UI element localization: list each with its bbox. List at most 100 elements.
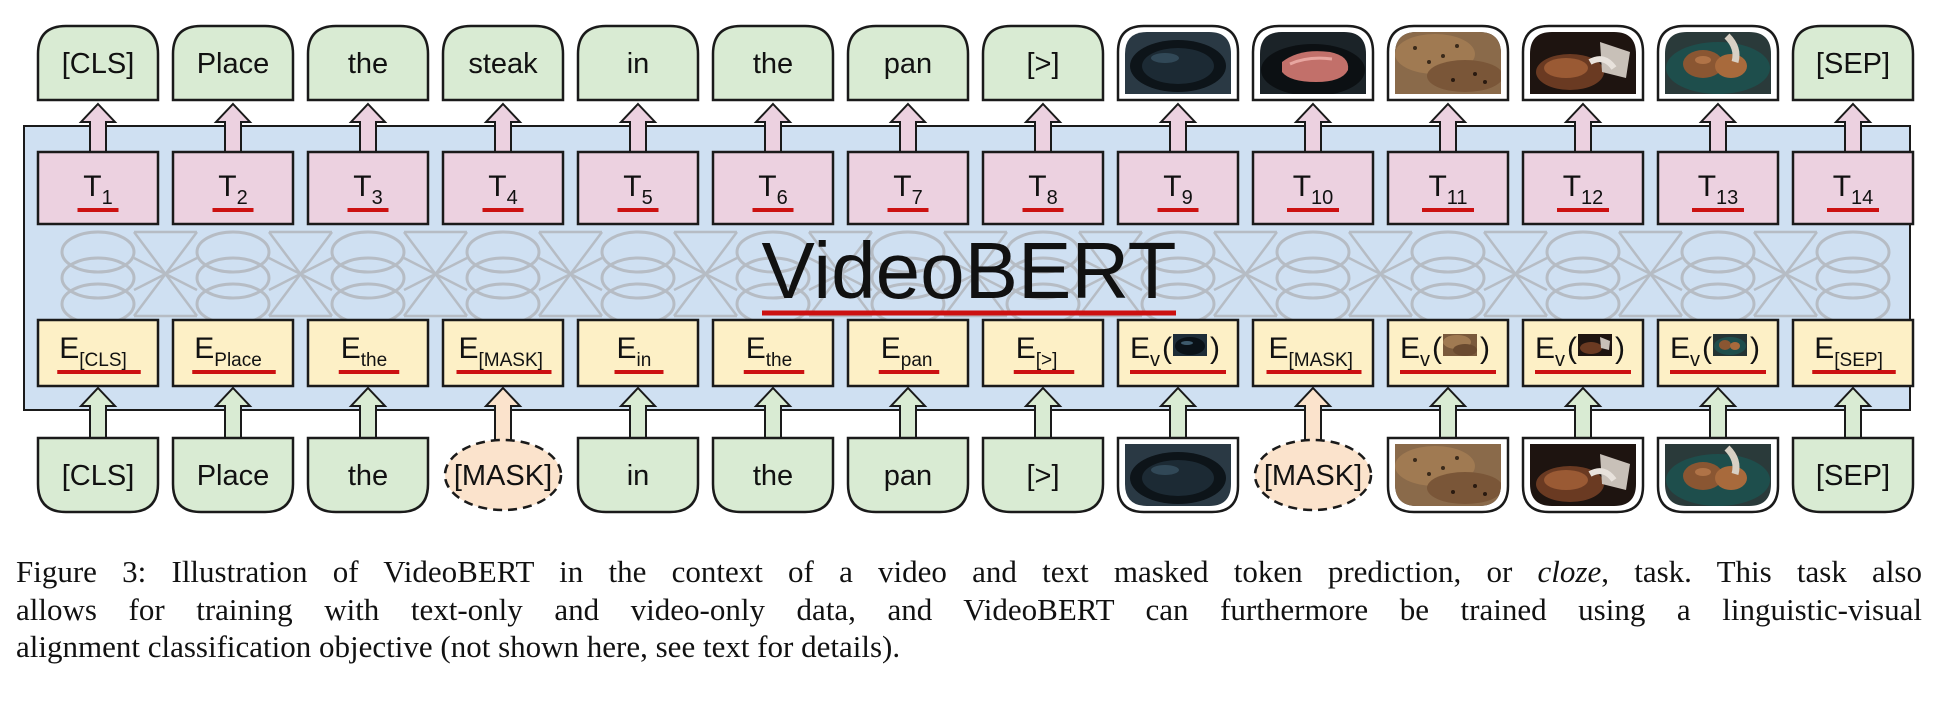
embedding-box: Ev(): [1386, 318, 1510, 388]
embedding-label: Ev: [1535, 332, 1565, 371]
video-frame-image: [1530, 32, 1636, 94]
input-token-label: [SEP]: [1816, 460, 1890, 492]
embedding-box: Ev(): [1116, 318, 1240, 388]
input-token-label: in: [627, 460, 650, 492]
mask-token: [MASK]: [443, 438, 563, 512]
video-thumbnail: [1173, 334, 1207, 356]
video-frame-token: [1116, 24, 1240, 102]
paren: (: [1432, 332, 1442, 365]
mask-token: [MASK]: [1253, 438, 1373, 512]
hidden-state-label: T9: [1163, 170, 1192, 209]
caption-line: Figure 3: Illustration of VideoBERT in t…: [16, 554, 1922, 589]
video-thumbnail: [1578, 334, 1612, 356]
output-token: pan: [846, 24, 970, 102]
video-frame-image: [1260, 32, 1366, 94]
output-token: [CLS]: [36, 24, 160, 102]
output-arrows: [78, 102, 1873, 153]
input-token: [SEP]: [1791, 436, 1915, 514]
video-frame-token: [1386, 436, 1510, 514]
embedding-box: Ethe: [306, 318, 430, 388]
embedding-label: E[SEP]: [1814, 332, 1883, 371]
hidden-state-label: T14: [1833, 170, 1874, 209]
hidden-state-label: T6: [758, 170, 787, 209]
video-frame-token: [1656, 24, 1780, 102]
hidden-state-label: T1: [83, 170, 112, 209]
hidden-state-box: T13: [1656, 150, 1780, 226]
video-frame-image: [1125, 32, 1231, 94]
hidden-state-label: T3: [353, 170, 382, 209]
hidden-state-label: T4: [488, 170, 517, 209]
hidden-state-box: T14: [1791, 150, 1915, 226]
output-token-label: steak: [468, 48, 538, 80]
output-token: [>]: [981, 24, 1105, 102]
embedding-label: Ev: [1130, 332, 1160, 371]
hidden-state-box: T11: [1386, 150, 1510, 226]
output-token-label: Place: [197, 48, 270, 80]
output-token-label: the: [753, 48, 793, 80]
output-token-label: [SEP]: [1816, 48, 1890, 80]
embedding-box: Ethe: [711, 318, 835, 388]
video-frame-token: [1521, 24, 1645, 102]
embedding-box: E[CLS]: [36, 318, 160, 388]
embedding-label: Ein: [617, 332, 652, 371]
output-token-label: in: [627, 48, 650, 80]
embedding-box: E[SEP]: [1791, 318, 1915, 388]
input-token-label: Place: [197, 460, 270, 492]
hidden-state-label: T7: [893, 170, 922, 209]
video-frame-token: [1656, 436, 1780, 514]
embedding-label: E[MASK]: [459, 332, 543, 371]
embedding-box: Ev(): [1521, 318, 1645, 388]
hidden-state-box: T9: [1116, 150, 1240, 226]
hidden-state-label: T2: [218, 170, 247, 209]
paren: (: [1567, 332, 1577, 365]
embedding-label: Ethe: [341, 332, 387, 371]
caption-line: allows for training with text-only and v…: [16, 591, 1922, 627]
model-label: VideoBERT: [761, 226, 1176, 315]
hidden-state-box: T3: [306, 150, 430, 226]
video-frame-token: [1251, 24, 1375, 102]
output-token: [SEP]: [1791, 24, 1915, 102]
embedding-box: E[MASK]: [1251, 318, 1375, 388]
output-token: in: [576, 24, 700, 102]
input-token: the: [306, 436, 430, 514]
output-token-label: [CLS]: [62, 48, 135, 80]
hidden-state-box: T2: [171, 150, 295, 226]
paren: ): [1750, 332, 1760, 365]
embedding-label: Ethe: [746, 332, 792, 371]
input-token: pan: [846, 436, 970, 514]
video-thumbnail: [1443, 334, 1477, 356]
output-token-label: pan: [884, 48, 932, 80]
videobert-diagram: [CLS] Place the steak in the pan [>] [SEP] T1 T2 T…: [23, 24, 1915, 514]
hidden-state-label: T13: [1698, 170, 1739, 209]
embedding-label: Ev: [1400, 332, 1430, 371]
output-token: the: [711, 24, 835, 102]
output-token: the: [306, 24, 430, 102]
video-frame-image: [1665, 32, 1771, 94]
input-token-label: pan: [884, 460, 932, 492]
hidden-state-box: T12: [1521, 150, 1645, 226]
hidden-state-label: T10: [1293, 170, 1334, 209]
paren: ): [1480, 332, 1490, 365]
embedding-label: E[>]: [1016, 332, 1058, 371]
hidden-state-box: T5: [576, 150, 700, 226]
input-token: the: [711, 436, 835, 514]
embedding-label: E[CLS]: [59, 332, 127, 371]
input-token: Place: [171, 436, 295, 514]
embedding-box: E[MASK]: [441, 318, 565, 388]
embedding-label: Ev: [1670, 332, 1700, 371]
output-token-label: the: [348, 48, 388, 80]
video-frame-token: [1521, 436, 1645, 514]
paren: (: [1702, 332, 1712, 365]
hidden-state-box: T4: [441, 150, 565, 226]
video-thumbnail: [1713, 334, 1747, 356]
hidden-state-label: T12: [1563, 170, 1604, 209]
hidden-state-box: T7: [846, 150, 970, 226]
hidden-state-label: T11: [1428, 170, 1467, 209]
video-frame-image: [1530, 444, 1636, 506]
paren: (: [1162, 332, 1172, 365]
hidden-state-box: T8: [981, 150, 1105, 226]
embedding-label: E[MASK]: [1269, 332, 1353, 371]
embedding-box: Ein: [576, 318, 700, 388]
